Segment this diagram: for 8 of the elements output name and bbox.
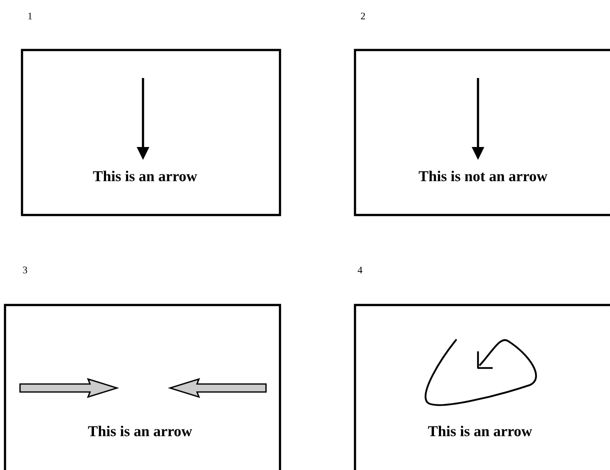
panel-box: This is an arrow (354, 304, 610, 470)
panel-number: 3 (23, 266, 28, 274)
panel-box: This is not an arrow (354, 48, 610, 216)
panel-number: 1 (28, 12, 32, 20)
panel-number: 2 (360, 12, 365, 20)
panel-number: 4 (358, 266, 362, 274)
panel-box: This is an arrow (4, 304, 282, 470)
panel-box: This is an arrow (20, 48, 282, 216)
